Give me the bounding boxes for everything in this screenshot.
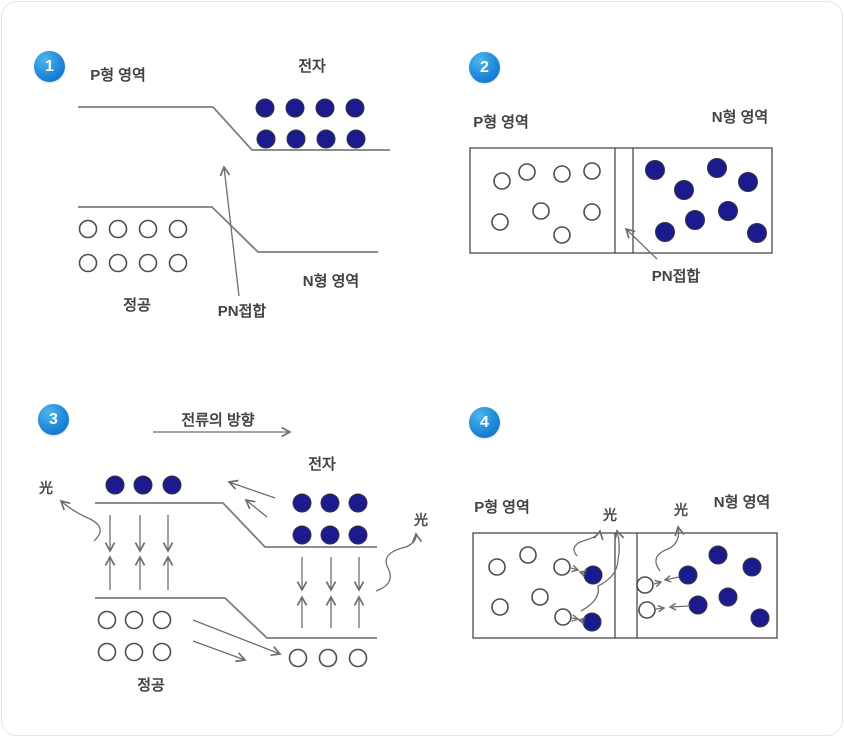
- panel3-conduction-band-line: [95, 502, 377, 548]
- panel4-light-emission-diagram: P형 영역 N형 영역 光 光: [472, 493, 778, 639]
- panel3-n-hole-dots: [288, 648, 368, 668]
- panel4-semiconductor-box: [472, 532, 778, 639]
- panel2-p-region-label: P형 영역: [473, 113, 529, 131]
- panel2-semiconductor-box: [469, 147, 773, 254]
- panel4-n-hole-dots: [636, 576, 656, 619]
- panel4-light-n-label: 光: [673, 502, 688, 518]
- panel4-number: 4: [480, 413, 489, 431]
- panel3-p-hole-dots: [97, 610, 172, 662]
- panel2-number: 2: [480, 58, 489, 76]
- panel3-electron-flow-arrow-2: [244, 498, 268, 518]
- panel3-current-direction-label: 전류의 방향: [181, 411, 254, 429]
- panel1-number: 1: [45, 57, 54, 75]
- panel4-n-electron-dots: [678, 545, 770, 628]
- panel1-electron-dots: [255, 98, 366, 149]
- panel1-p-region-label: P형 영역: [90, 66, 146, 84]
- panel3-electron-label: 전자: [308, 456, 336, 473]
- panel1-number-badge: 1: [34, 51, 65, 82]
- panel1-n-region-label: N형 영역: [303, 272, 359, 290]
- panel1-valence-band-line: [78, 206, 378, 253]
- panel3-light-emission-arrow-left: [59, 499, 101, 542]
- panel1-hole-label: 정공: [123, 296, 151, 314]
- panel3-light-left-label: 光: [38, 480, 53, 496]
- panel4-n-region-label: N형 영역: [714, 493, 770, 511]
- panel1-conduction-band-line: [78, 106, 390, 151]
- panel1-junction-label: PN접합: [218, 302, 267, 320]
- panel2-n-region-label: N형 영역: [712, 108, 768, 126]
- panel4-p-region-label: P형 영역: [474, 498, 530, 516]
- panel2-hole-dots: [491, 162, 601, 244]
- panel3-hole-flow-arrow-1: [192, 619, 282, 657]
- panel4-light-arrow-n: [655, 525, 685, 572]
- panel3-valence-band-line: [95, 597, 377, 639]
- panel2-junction-box-diagram: P형 영역 N형 영역 PN접합: [469, 108, 773, 285]
- panel4-p-electron-dots: [582, 565, 603, 632]
- panel4-light-arrow-p2: [580, 529, 625, 612]
- panel1-junction-pointer-arrow: [219, 165, 240, 297]
- panel4-light-p-label: 光: [602, 507, 617, 523]
- panel3-n-electron-dots: [292, 493, 368, 545]
- panel3-light-emission-arrow-right: [375, 532, 423, 592]
- panel2-junction-label: PN접합: [652, 267, 701, 285]
- panel3-hole-label: 정공: [137, 676, 165, 694]
- panel4-p-hole-dots: [488, 546, 572, 626]
- panel3-n-recombination-arrows: [296, 557, 365, 628]
- panel3-electron-flow-arrow-1: [227, 479, 276, 499]
- panel2-electron-dots: [645, 158, 767, 243]
- panel3-p-electron-dots: [105, 475, 182, 495]
- panel3-hole-flow-arrow-2: [192, 640, 247, 663]
- panel3-number: 3: [49, 410, 58, 428]
- panel1-hole-dots: [78, 219, 188, 273]
- panel4-number-badge: 4: [469, 407, 500, 438]
- panel4-light-arrow-p1: [573, 529, 604, 557]
- panel2-number-badge: 2: [469, 52, 500, 83]
- panel3-p-recombination-arrows: [104, 515, 174, 590]
- panel4-recombination-pair-arrows: [570, 564, 691, 625]
- panel1-band-diagram: P형 영역 전자 정공 PN접합 N형 영역: [78, 58, 390, 320]
- panel3-light-right-label: 光: [413, 512, 428, 528]
- panel1-electron-label: 전자: [298, 58, 326, 75]
- panel2-junction-pointer-arrow: [624, 227, 658, 260]
- panel3-recombination-diagram: 전류의 방향 전자 光 光: [38, 411, 428, 694]
- panel3-number-badge: 3: [38, 404, 69, 435]
